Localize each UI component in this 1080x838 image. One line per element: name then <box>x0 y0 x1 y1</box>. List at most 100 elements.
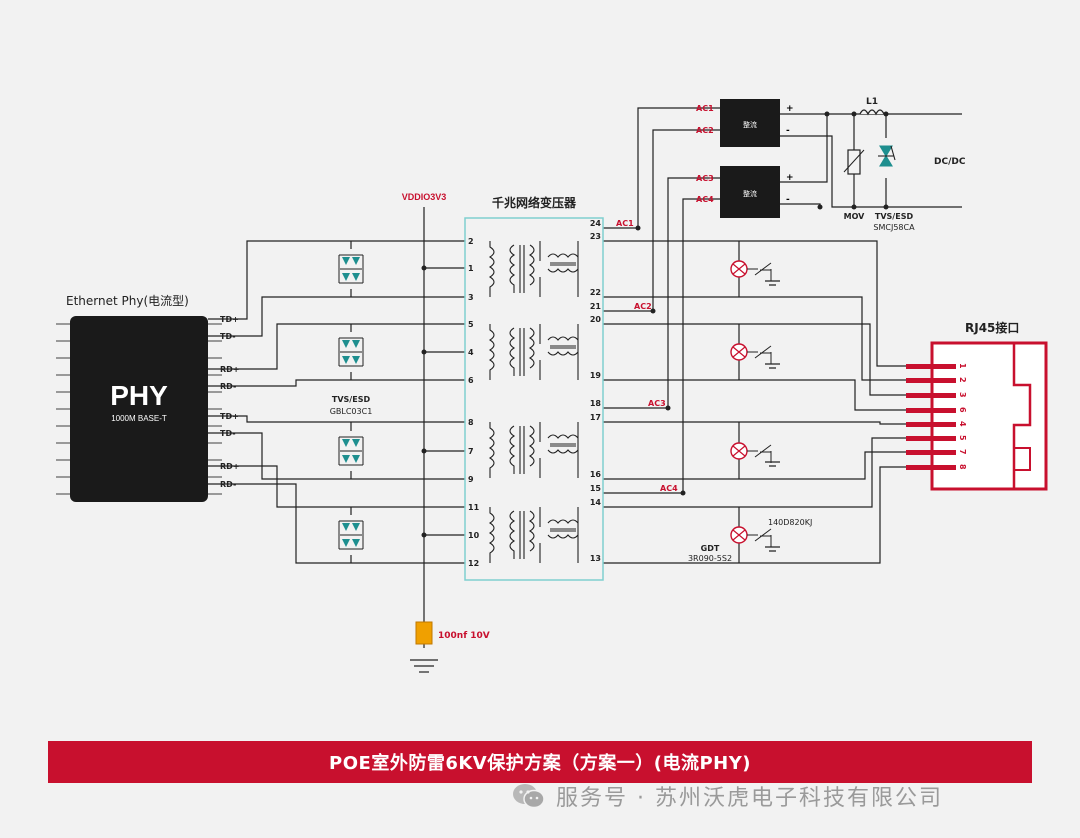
gdt-label: GDT <box>701 544 720 553</box>
rect1-plus: + <box>786 104 794 114</box>
rectifier-2-label: 整流 <box>743 189 757 198</box>
transformer-left-pin: 10 <box>468 531 480 540</box>
title-banner: POE室外防雷6KV保护方案（方案一）(电流PHY) <box>48 741 1032 783</box>
tvs-diode-array <box>338 249 364 289</box>
transformer-left-pin: 9 <box>468 475 474 484</box>
gdt-symbol <box>730 343 772 364</box>
rj45-pin-number: 6 <box>958 407 967 413</box>
wires <box>208 107 962 673</box>
phy-pin-labels: TD+ TD- RD+ RD- TD+ TD- RD+ RD- <box>220 315 240 489</box>
ac-label: AC4 <box>660 484 678 493</box>
phy-pin-label: TD+ <box>220 315 239 324</box>
transformer-right-pin: 23 <box>590 232 601 241</box>
transformer-right-pin: 20 <box>590 315 602 324</box>
rj45-pin <box>906 465 956 470</box>
tvs-esd-left-part: GBLC03C1 <box>330 407 373 416</box>
transformer-right-pin: 15 <box>590 484 602 493</box>
transformer-right-pin: 14 <box>590 498 602 507</box>
gdt-symbol <box>730 442 772 463</box>
phy-pin-label: TD- <box>220 429 236 438</box>
rectifier-1-label: 整流 <box>743 120 757 129</box>
transformer-right-pin: 16 <box>590 470 602 479</box>
rectifier-1 <box>720 99 780 147</box>
ac-label: AC1 <box>696 104 714 113</box>
footer-text: 服务号 · 苏州沃虎电子科技有限公司 <box>556 786 943 811</box>
wechat-icon <box>512 782 546 810</box>
transformer-outline <box>464 217 604 581</box>
phy-pin-label: TD- <box>220 332 236 341</box>
ac-label: AC4 <box>696 195 714 204</box>
rj45-pin <box>906 422 956 427</box>
rect1-minus: - <box>786 126 790 136</box>
rj45-pin <box>906 408 956 413</box>
phy-pin-label: RD- <box>220 480 236 489</box>
transformer-left-pin: 11 <box>468 503 480 512</box>
rj45-pin-number: 1 <box>958 363 967 369</box>
transformer-right-pin: 19 <box>590 371 602 380</box>
transformer-right-pin: 24 <box>590 219 602 228</box>
tvs-diode-array <box>338 515 364 555</box>
gdt-group <box>730 260 772 547</box>
ac-label: AC2 <box>634 302 652 311</box>
transformer-right-pin: 21 <box>590 302 602 311</box>
rj45-pin-number: 5 <box>958 435 967 441</box>
transformer-left-pin: 7 <box>468 447 474 456</box>
transformer-coils <box>488 241 579 563</box>
transformer-right-pin: 17 <box>590 413 601 422</box>
mov-part-label: 140D820KJ <box>768 518 812 527</box>
ac-label: AC3 <box>696 174 714 183</box>
transformer-left-pin: 1 <box>468 264 474 273</box>
eth-phy-label: Ethernet Phy(电流型) <box>66 294 189 308</box>
rj45-pin-number: 7 <box>958 449 967 455</box>
tvs-esd-right-label: TVS/ESD <box>875 212 914 221</box>
phy-pin-label: TD+ <box>220 412 239 421</box>
phy-pin-label: RD+ <box>220 462 240 471</box>
tvs-left-group <box>338 249 364 555</box>
tvs-diode-array <box>338 431 364 471</box>
rj45-pin-number: 3 <box>958 392 967 398</box>
rj45-pin <box>906 393 956 398</box>
rj45-label: RJ45接口 <box>965 320 1019 335</box>
vddio-label: VDDIO3V3 <box>402 192 447 202</box>
gdt-part: 3R090-5S2 <box>688 554 732 563</box>
rect2-plus: + <box>786 173 794 183</box>
mov <box>843 149 865 175</box>
phy-sublabel: 1000M BASE-T <box>111 414 167 423</box>
transformer-left-pin: 12 <box>468 559 479 568</box>
tvs-right <box>874 138 898 178</box>
transformer-left-pin: 3 <box>468 293 474 302</box>
phy-pin-label: RD- <box>220 382 236 391</box>
phy-pin-label: RD+ <box>220 365 240 374</box>
l1-label: L1 <box>866 97 878 107</box>
transformer-left-pin: 6 <box>468 376 474 385</box>
tvs-diode-array <box>338 332 364 372</box>
rj45-pin <box>906 436 956 441</box>
phy-label: PHY <box>110 380 168 411</box>
ac-label: AC1 <box>616 219 634 228</box>
rj45-pin <box>906 450 956 455</box>
junction-dots <box>421 111 889 538</box>
ac-label: AC2 <box>696 126 714 135</box>
rj45-pin-number: 8 <box>958 464 967 470</box>
transformer-right-pin: 13 <box>590 554 601 563</box>
rj45-pin <box>906 364 956 369</box>
transformer-left-pin: 4 <box>468 348 474 357</box>
capacitor-label: 100nf 10V <box>438 631 490 641</box>
dcdc-label: DC/DC <box>934 157 966 167</box>
transformer-left-pin: 2 <box>468 237 474 246</box>
rj45-pin <box>906 378 956 383</box>
inductor-l1 <box>859 109 885 116</box>
rj45-pin-number: 2 <box>958 377 967 383</box>
tvs-esd-right-part: SMCJ58CA <box>873 223 915 232</box>
mov-label: MOV <box>844 212 866 221</box>
transformer-right-pin: 22 <box>590 288 601 297</box>
rectifier-2 <box>720 166 780 218</box>
tvs-esd-left-label: TVS/ESD <box>332 395 371 404</box>
gdt-symbol <box>730 526 772 547</box>
ac-label: AC3 <box>648 399 666 408</box>
